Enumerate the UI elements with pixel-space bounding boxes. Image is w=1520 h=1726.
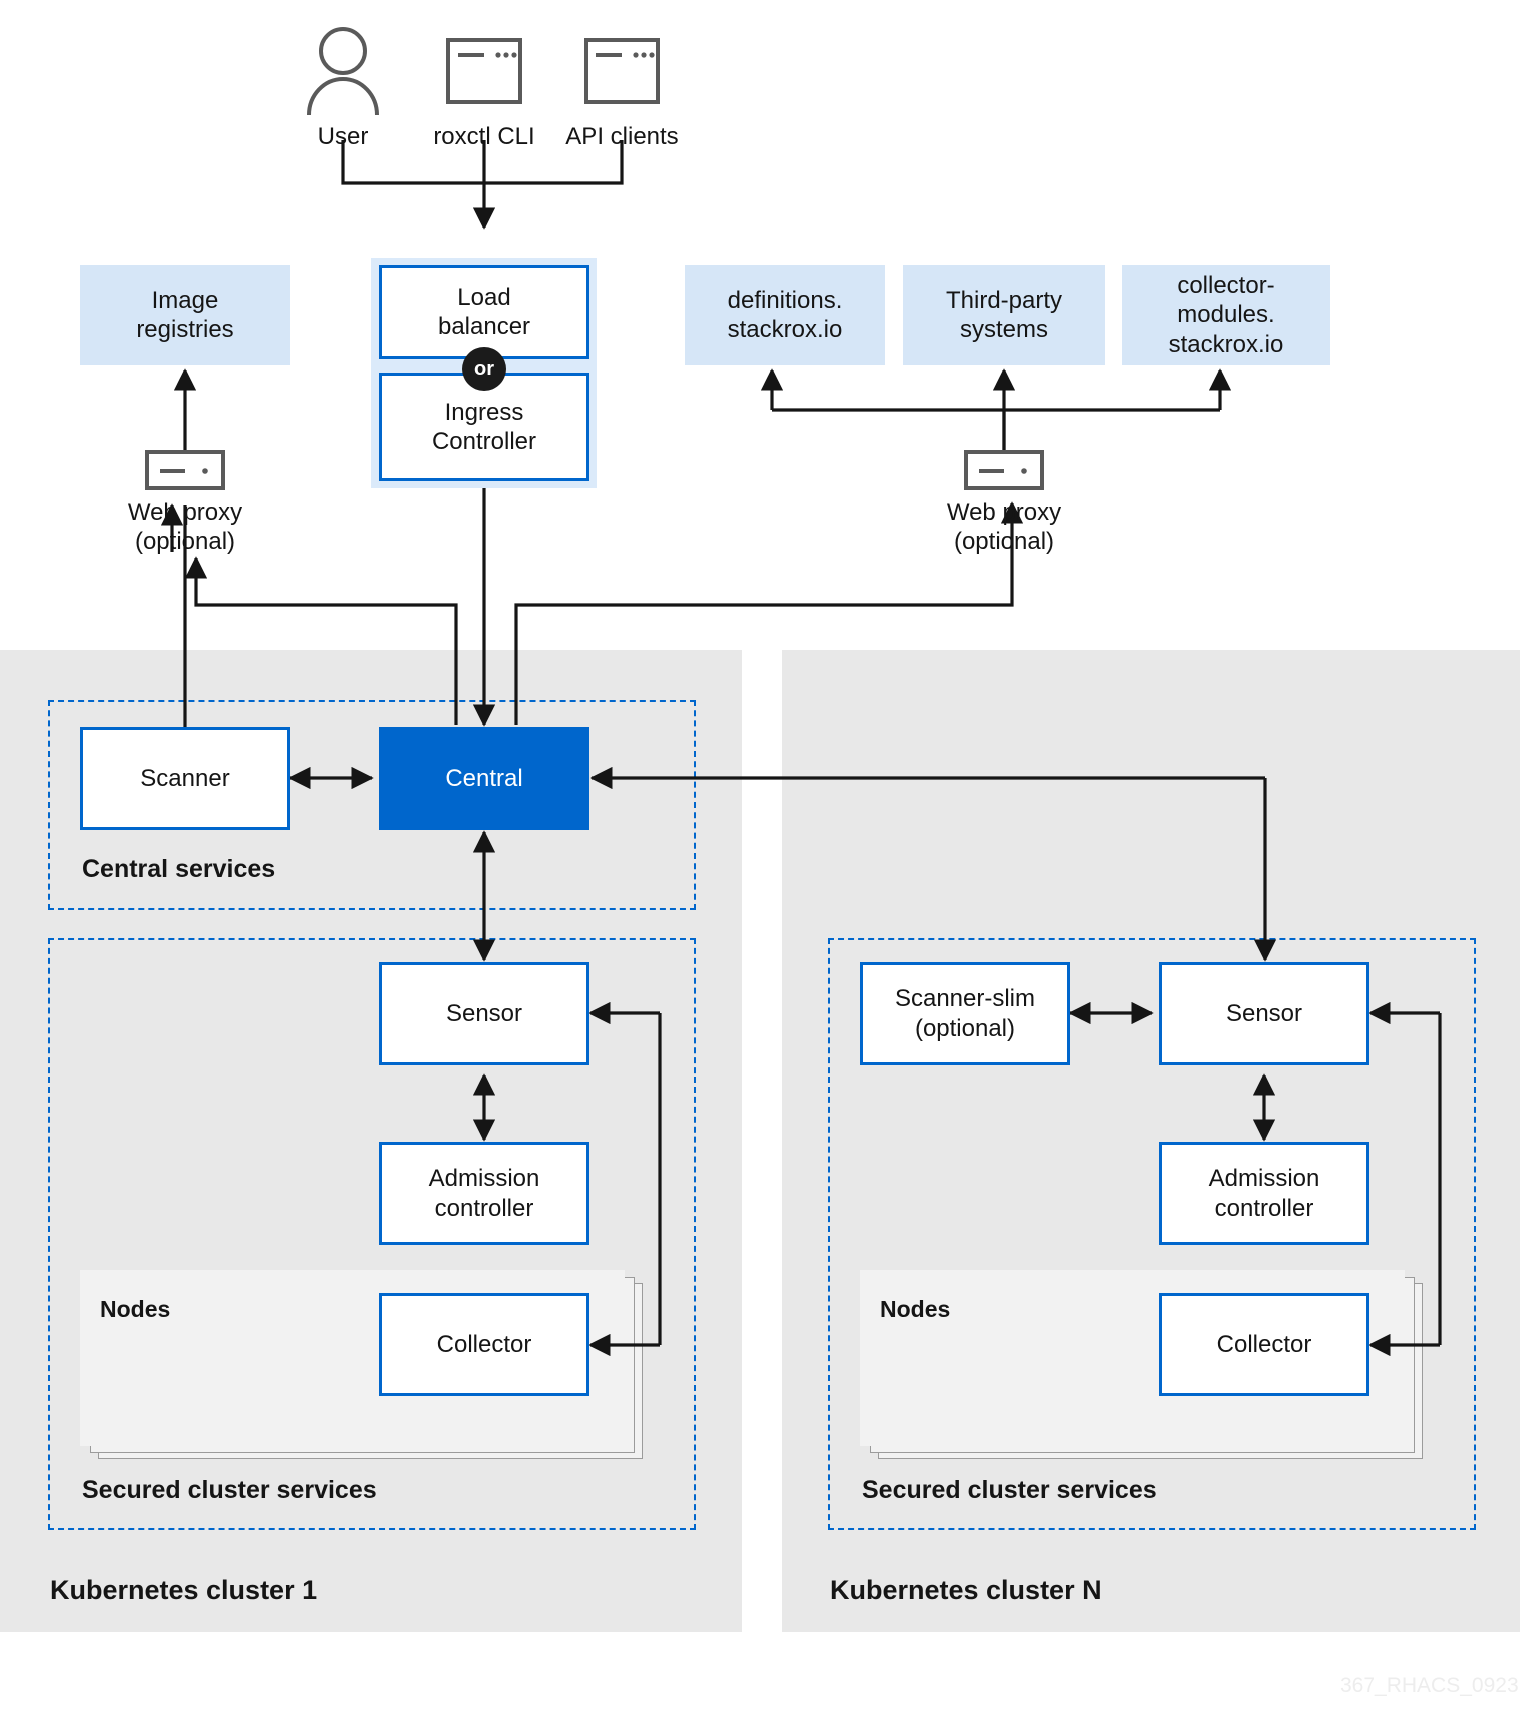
client-label-api-clients: API clients <box>565 123 679 150</box>
cluster-n-secured-outline <box>828 938 1476 1530</box>
external-collector-modules-stackrox-io: collector- modules. stackrox.io <box>1122 265 1330 365</box>
web-proxy-label-right: Web proxy (optional) <box>904 498 1104 557</box>
cluster-1-sensor-box[interactable]: Sensor <box>379 962 589 1065</box>
collector-modules-line-1: collector- <box>1177 272 1275 300</box>
cluster-n-admission-line-1: Admission <box>1208 1165 1320 1193</box>
third-party-line-1: Third-party <box>945 286 1063 314</box>
terminal-window-icon-api <box>584 38 660 104</box>
collector-modules-line-2: modules. <box>1177 301 1275 329</box>
ingress-controller-box[interactable]: Ingress Controller <box>379 373 589 481</box>
ingress-controller-line-1: Ingress <box>444 398 524 426</box>
cluster-1-admission-controller-box[interactable]: Admission controller <box>379 1142 589 1245</box>
cluster-n-scanner-slim-box[interactable]: Scanner-slim (optional) <box>860 962 1070 1065</box>
web-proxy-icon-left <box>145 450 225 490</box>
cluster-n-scanner-slim-line-1: Scanner-slim <box>894 985 1036 1013</box>
scanner-box[interactable]: Scanner <box>80 727 290 830</box>
central-box[interactable]: Central <box>379 727 589 830</box>
cluster-n-collector-box[interactable]: Collector <box>1159 1293 1369 1396</box>
cluster-1-admission-line-1: Admission <box>428 1165 540 1193</box>
cluster-n-sensor-box[interactable]: Sensor <box>1159 962 1369 1065</box>
terminal-window-icon-roxctl <box>446 38 522 104</box>
web-proxy-label-left: Web proxy (optional) <box>85 498 285 557</box>
cluster-n-caption: Kubernetes cluster N <box>830 1575 1102 1605</box>
cluster-1-collector-box[interactable]: Collector <box>379 1293 589 1396</box>
cluster-n-admission-controller-box[interactable]: Admission controller <box>1159 1142 1369 1245</box>
scanner-label: Scanner <box>140 764 230 792</box>
central-services-caption: Central services <box>82 855 276 883</box>
web-proxy-right-line-2: (optional) <box>953 528 1055 556</box>
third-party-line-2: systems <box>959 316 1048 343</box>
watermark: 367_RHACS_0923 <box>1340 1674 1519 1697</box>
cluster-1-secured-caption: Secured cluster services <box>82 1476 377 1504</box>
cluster-n-nodes-label: Nodes <box>880 1296 951 1322</box>
cluster-n-collector-label: Collector <box>1216 1330 1312 1358</box>
web-proxy-right-line-1: Web proxy <box>946 499 1062 526</box>
central-label: Central <box>445 764 523 792</box>
client-label-roxctl: roxctl CLI <box>433 123 535 150</box>
cluster-n-sensor-label: Sensor <box>1225 999 1303 1027</box>
web-proxy-icon-right <box>964 450 1044 490</box>
ingress-controller-line-2: Controller <box>431 428 537 455</box>
web-proxy-left-line-1: Web proxy <box>127 499 243 526</box>
cluster-1-collector-label: Collector <box>436 1330 532 1358</box>
user-icon <box>307 27 379 116</box>
image-registries-line-2: registries <box>136 316 234 343</box>
web-proxy-left-line-2: (optional) <box>134 528 236 556</box>
load-balancer-box[interactable]: Load balancer <box>379 265 589 359</box>
cluster-n-background <box>782 650 1520 1632</box>
cluster-n-scanner-slim-line-2: (optional) <box>914 1014 1016 1042</box>
cluster-1-admission-line-2: controller <box>434 1194 534 1222</box>
cluster-1-nodes-label: Nodes <box>100 1296 171 1322</box>
load-balancer-line-1: Load <box>457 283 511 311</box>
image-registries-line-1: Image <box>151 286 219 314</box>
external-third-party-systems: Third-party systems <box>903 265 1105 365</box>
cluster-1-sensor-label: Sensor <box>445 999 523 1027</box>
client-label-user: User <box>317 123 369 150</box>
collector-modules-line-3: stackrox.io <box>1168 330 1284 358</box>
external-image-registries: Image registries <box>80 265 290 365</box>
cluster-1-caption: Kubernetes cluster 1 <box>50 1575 318 1605</box>
cluster-n-secured-caption: Secured cluster services <box>862 1476 1157 1504</box>
external-definitions-stackrox-io: definitions. stackrox.io <box>685 265 885 365</box>
or-badge: or <box>462 347 506 391</box>
cluster-1-secured-outline <box>48 938 696 1530</box>
cluster-n-admission-line-2: controller <box>1214 1194 1314 1222</box>
definitions-line-1: definitions. <box>727 286 843 314</box>
definitions-line-2: stackrox.io <box>727 316 843 343</box>
load-balancer-line-2: balancer <box>437 313 531 340</box>
